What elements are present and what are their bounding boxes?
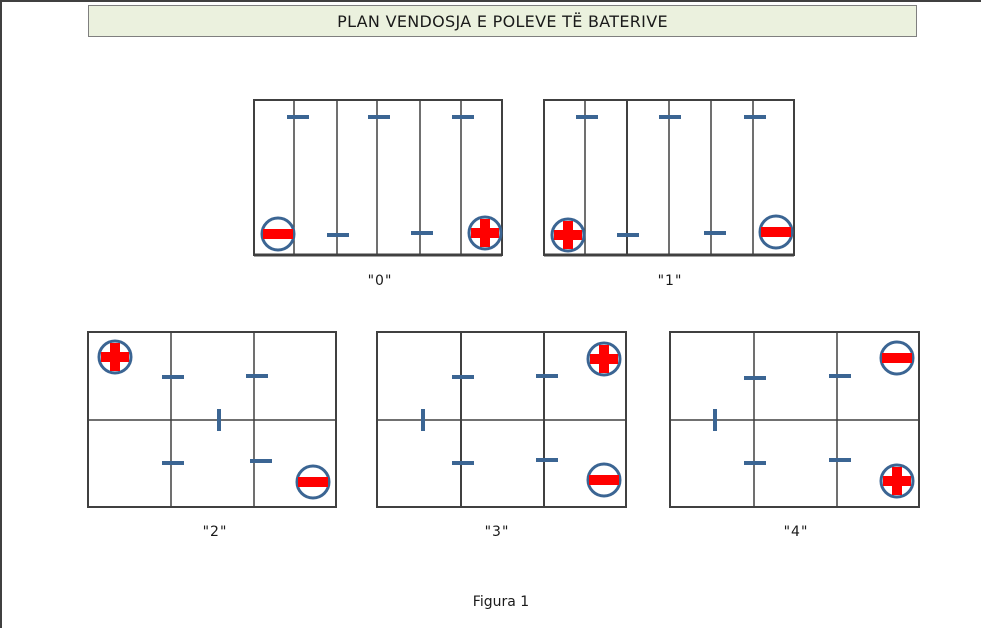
positive-terminal-icon [550, 217, 586, 253]
battery-4 [669, 331, 920, 508]
negative-terminal-icon [295, 464, 331, 500]
cell-connector-minus-mark [576, 115, 766, 237]
negative-terminal-icon [758, 214, 794, 250]
battery-1 [543, 99, 795, 257]
cell-connector-minus-mark [287, 115, 474, 237]
negative-terminal-icon [260, 216, 296, 252]
negative-terminal-icon [586, 462, 622, 498]
frame-top-line [956, 0, 981, 2]
cell-connector-minus-mark [421, 374, 558, 465]
positive-terminal-icon [586, 341, 622, 377]
battery-3 [376, 331, 627, 508]
page-title: PLAN VENDOSJA E POLEVE TË BATERIVE [88, 5, 917, 37]
cell-connector-minus-mark [713, 374, 851, 465]
battery-label-2: "2" [202, 524, 228, 540]
negative-terminal-icon [879, 340, 915, 376]
battery-2 [87, 331, 337, 508]
positive-terminal-icon [467, 215, 503, 251]
positive-terminal-icon [97, 339, 133, 375]
battery-label-0: "0" [367, 273, 393, 289]
cell-connector-minus-mark [162, 374, 272, 465]
battery-0 [253, 99, 503, 257]
positive-terminal-icon [879, 463, 915, 499]
battery-label-3: "3" [484, 524, 510, 540]
battery-label-1: "1" [657, 273, 683, 289]
battery-label-4: "4" [783, 524, 809, 540]
figure-caption: Figura 1 [472, 594, 530, 610]
